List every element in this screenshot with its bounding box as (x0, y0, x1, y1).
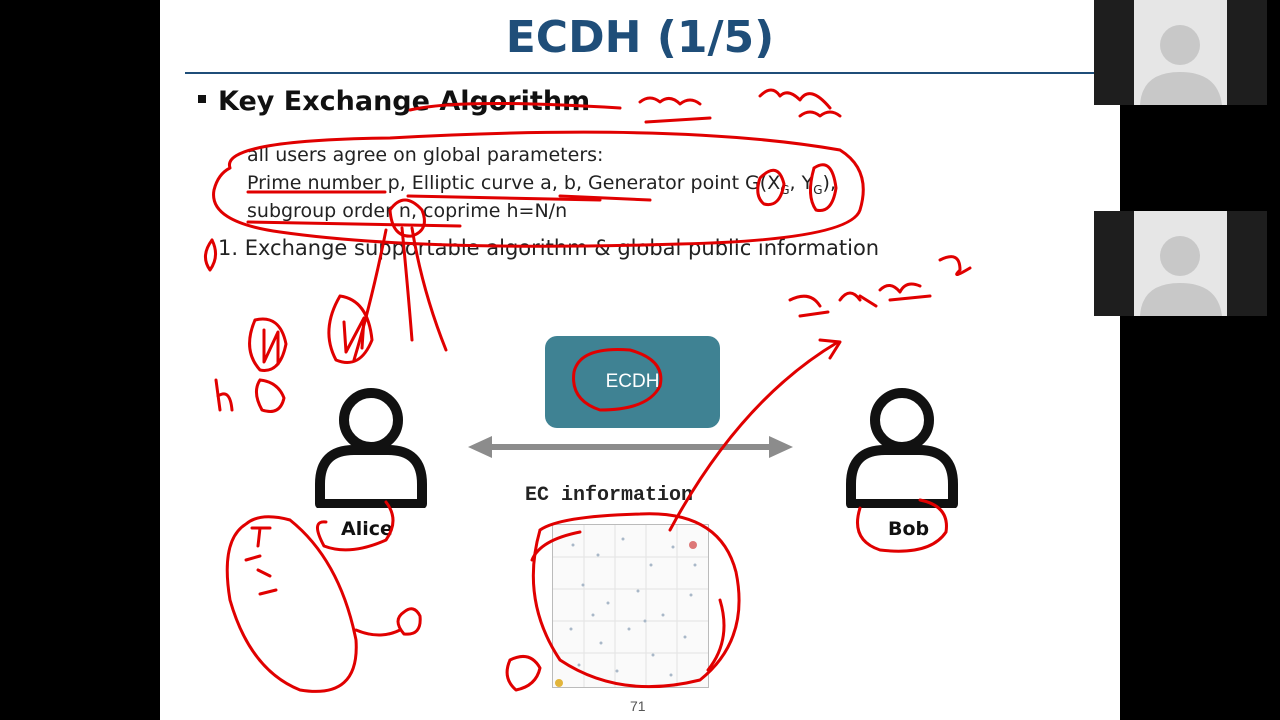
ecdh-box: ECDH (545, 336, 720, 428)
bullet-heading: Key Exchange Algorithm (198, 86, 590, 117)
person-icon-alice (315, 388, 427, 508)
param-line-1: all users agree on global parameters: (247, 144, 604, 166)
slide: ECDH (1/5) Key Exchange Algorithm all us… (160, 0, 1120, 720)
bullet-square-icon (198, 94, 206, 103)
param-line-2-sub-2: G (813, 182, 823, 197)
param-line-3: subgroup order n, coprime h=N/n (247, 200, 568, 222)
ec-scatter-plot (552, 524, 709, 688)
bob-label: Bob (888, 518, 930, 540)
title-divider (185, 72, 1120, 74)
step-1: 1. Exchange supportable algorithm & glob… (218, 236, 880, 260)
param-line-2: Prime number p, Elliptic curve a, b, Gen… (247, 172, 836, 197)
bullet-heading-text: Key Exchange Algorithm (218, 86, 591, 117)
slide-title: ECDH (1/5) (505, 12, 775, 63)
alice-label: Alice (341, 518, 393, 540)
webcam-panel-1 (1134, 0, 1227, 105)
camera-placeholder-icon (1140, 25, 1222, 105)
param-line-2-a: Prime number p, Elliptic curve a, b, Gen… (247, 172, 781, 194)
param-line-2-b: , Y (789, 172, 814, 194)
webcam-thumbnail-1[interactable] (1094, 0, 1267, 105)
ec-scatter-points (553, 525, 708, 687)
camera-placeholder-icon (1140, 236, 1222, 316)
webcam-thumbnail-2[interactable] (1094, 211, 1267, 316)
param-line-2-sub-1: G (780, 182, 790, 197)
ecdh-box-label: ECDH (605, 371, 660, 392)
param-line-2-c: ), (822, 172, 836, 194)
page-number: 71 (630, 698, 646, 714)
webcam-panel-2 (1134, 211, 1227, 316)
person-icon-bob (846, 388, 958, 508)
ec-information-label: EC information (525, 484, 694, 507)
